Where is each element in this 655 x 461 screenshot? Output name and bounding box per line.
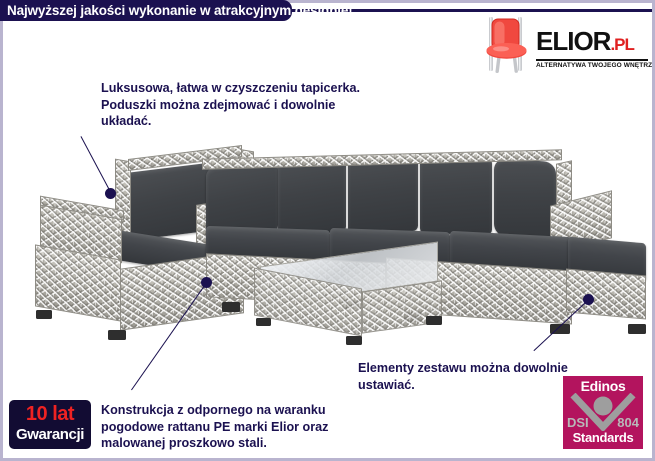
brand-divider (536, 59, 648, 61)
edinos-badge: Edinos DSI 804 Standards (563, 376, 643, 449)
warranty-years: 10 lat (25, 403, 75, 425)
callout-frame: Konstrukcja z odpornego na waranku pogod… (101, 403, 329, 450)
edinos-code-left: DSI (567, 415, 589, 430)
callout-arrange: Elementy zestawu można dowolnie ustawiać… (358, 361, 568, 392)
callout-frame-dot (201, 277, 212, 288)
red-chair-icon (486, 17, 527, 74)
edinos-code-right: 804 (617, 415, 639, 430)
product-photo (10, 140, 648, 355)
brand-lockup: ELIOR.PL ALTERNATYWA TWOJEGO WNĘTRZA (536, 26, 655, 69)
header-rule (288, 9, 652, 12)
coffee-table-foot-left (256, 318, 271, 326)
callout-upholstery-dot (105, 188, 116, 199)
callout-arrange-dot (583, 294, 594, 305)
armchair-foot-right (222, 302, 240, 312)
sofa-back-cushion-4 (420, 157, 492, 235)
armchair-foot-left (36, 310, 52, 319)
page-title: Najwyższej jakości wykonanie w atrakcyjn… (7, 3, 353, 18)
edinos-checkmark-icon (570, 393, 636, 431)
armchair-foot-center (108, 330, 126, 340)
sofa-back-cushion-2 (278, 157, 346, 237)
sofa-back-cushion-3 (348, 156, 418, 234)
brand-name: ELIOR.PL (536, 26, 635, 56)
coffee-table-foot-front (346, 336, 362, 345)
edinos-title: Edinos (580, 378, 626, 394)
edinos-subtitle: Standards (572, 430, 634, 445)
elior-logo[interactable]: ELIOR.PL ALTERNATYWA TWOJEGO WNĘTRZA (478, 14, 655, 74)
warranty-badge: 10 lat Gwarancji (9, 400, 91, 449)
warranty-label: Gwarancji (15, 426, 85, 443)
ottoman-base-panel (566, 268, 646, 320)
ottoman-foot (628, 324, 646, 334)
brand-tagline: ALTERNATYWA TWOJEGO WNĘTRZA (536, 62, 655, 69)
coffee-table-foot-right (426, 316, 442, 325)
sofa-corner-bolster (494, 157, 556, 241)
callout-upholstery: Luksusowa, łatwa w czyszczeniu tapicerka… (101, 81, 360, 128)
sofa-foot-3 (550, 324, 570, 334)
header-banner (0, 0, 292, 21)
